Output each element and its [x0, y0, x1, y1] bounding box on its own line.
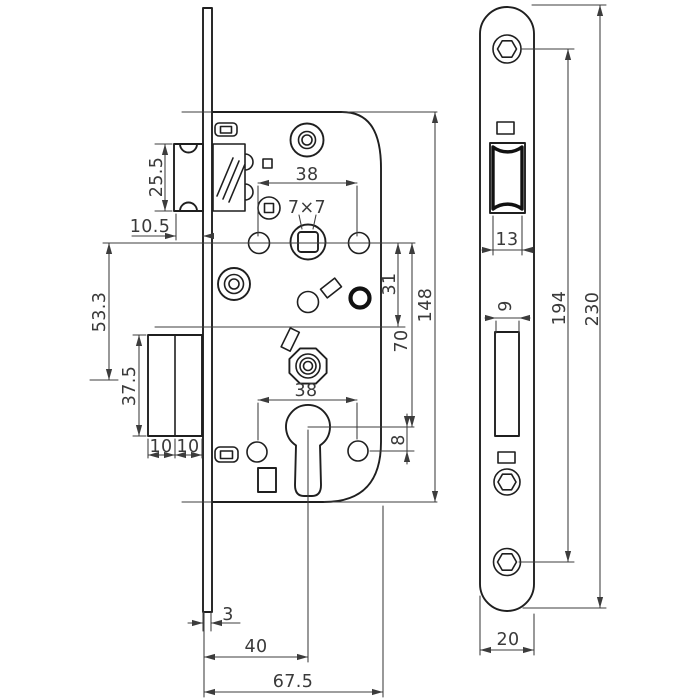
dim-label-bolt-seg-left: 10: [149, 437, 172, 457]
deadbolt-opening: [494, 331, 520, 437]
deadbolt-follower-octagon: [288, 347, 328, 385]
tilted-plate-lower: [280, 327, 301, 352]
fixing-post-top-hole: [301, 134, 313, 146]
dim-label-case-depth: 67.5: [273, 672, 314, 692]
dim-label-center-to-bolt: 53.3: [90, 292, 110, 333]
dim-label-plate-length: 230: [583, 292, 603, 327]
faceplate-screw-bottom: [492, 547, 522, 577]
deadbolt-follower: [288, 347, 328, 385]
dim-label-center-to-partition: 31: [380, 272, 400, 295]
dim-label-bolt-opening: 9: [496, 300, 516, 312]
faceplate-view: 13 9 194 230 20: [479, 4, 607, 656]
stop-pin-circle: [257, 196, 281, 220]
stop-pin: [257, 196, 281, 220]
screw-top-hex: [496, 39, 518, 59]
dim-label-latch-projection: 10.5: [130, 217, 171, 237]
fixing-post-top-outer: [289, 122, 325, 158]
latch-spring-assembly: [212, 143, 254, 212]
faceplate-screw-middle: [493, 468, 521, 496]
cylinder-screw-hole-left: [246, 441, 268, 463]
latch-face: [491, 145, 524, 211]
square-hole-small: [262, 158, 273, 169]
cylinder-screw-hole-right: [347, 440, 369, 462]
screw-middle-hex: [497, 473, 517, 491]
clip-slot-bottom: [214, 446, 239, 463]
latch-bolt-front: [173, 143, 204, 212]
deadbolt-follower-ring1: [295, 353, 321, 379]
dim-label-latch-opening: 13: [495, 230, 518, 250]
dim-label-cylinder-spacing: 38: [294, 381, 317, 401]
clip-slot-top-inner: [219, 125, 233, 134]
faceplate-screw-top: [492, 34, 522, 64]
front-view: 38 7×7 10.5 25.5 53.3 37.5 10 10 31 70 1…: [89, 7, 439, 698]
dim-label-bolt-height: 37.5: [120, 366, 140, 407]
fixing-post-middle-hole: [228, 278, 240, 290]
front-extension-lines: [89, 111, 438, 698]
clip-slot-bottom-inner: [219, 450, 234, 460]
fixing-post-top: [289, 122, 325, 158]
dim-label-cylinder-offset: 8: [389, 434, 409, 446]
dim-label-handle-spacing: 38: [295, 165, 318, 185]
fixing-post-middle: [217, 267, 251, 301]
dim-label-latch-height: 25.5: [147, 157, 167, 198]
lock-case-outline: [211, 111, 382, 503]
faceplate-outline: [479, 6, 535, 612]
dim-label-plate-width: 20: [496, 630, 519, 650]
clip-slot-top: [214, 122, 238, 137]
faceplate-extension-lines: [479, 4, 607, 656]
deadbolt-front: [147, 334, 203, 437]
deadbolt-follower-hole: [302, 360, 314, 372]
spindle-square-hole: [297, 231, 319, 253]
latch-opening: [489, 142, 526, 214]
clip-slot-top-outer: [214, 122, 238, 137]
deadbolt-follower-ring2: [299, 357, 317, 375]
dim-label-spindle-square: 7×7: [288, 198, 326, 218]
dim-label-faceplate-thickness: 3: [222, 605, 234, 625]
clip-slot-bottom-outer: [214, 446, 239, 463]
spindle-follower: [289, 223, 327, 261]
faceplate-slot-bottom: [497, 451, 516, 464]
fixing-post-top-mid: [297, 130, 317, 150]
screw-bottom-hex: [496, 552, 518, 572]
fixing-post-middle-outer: [217, 267, 251, 301]
screw-middle-circle: [493, 468, 521, 496]
round-hole-middle: [296, 290, 320, 314]
euro-cylinder-hole: [285, 404, 331, 497]
dim-label-bolt-seg-right: 10: [176, 437, 199, 457]
thick-ring-bushing: [348, 286, 372, 310]
fixing-post-middle-mid: [223, 273, 245, 295]
spindle-follower-circle: [289, 223, 327, 261]
dim-label-center-to-cylinder: 70: [392, 329, 412, 352]
dim-label-case-length: 148: [416, 288, 436, 323]
dim-label-backset: 40: [244, 637, 267, 657]
tilted-plate-upper: [319, 277, 343, 299]
stop-pin-square: [263, 202, 275, 214]
dim-label-screw-spacing: 194: [550, 291, 570, 326]
rect-hole-bottom: [257, 467, 277, 493]
faceplate-edge-strip: [202, 7, 213, 613]
faceplate-slot-top: [496, 121, 515, 135]
